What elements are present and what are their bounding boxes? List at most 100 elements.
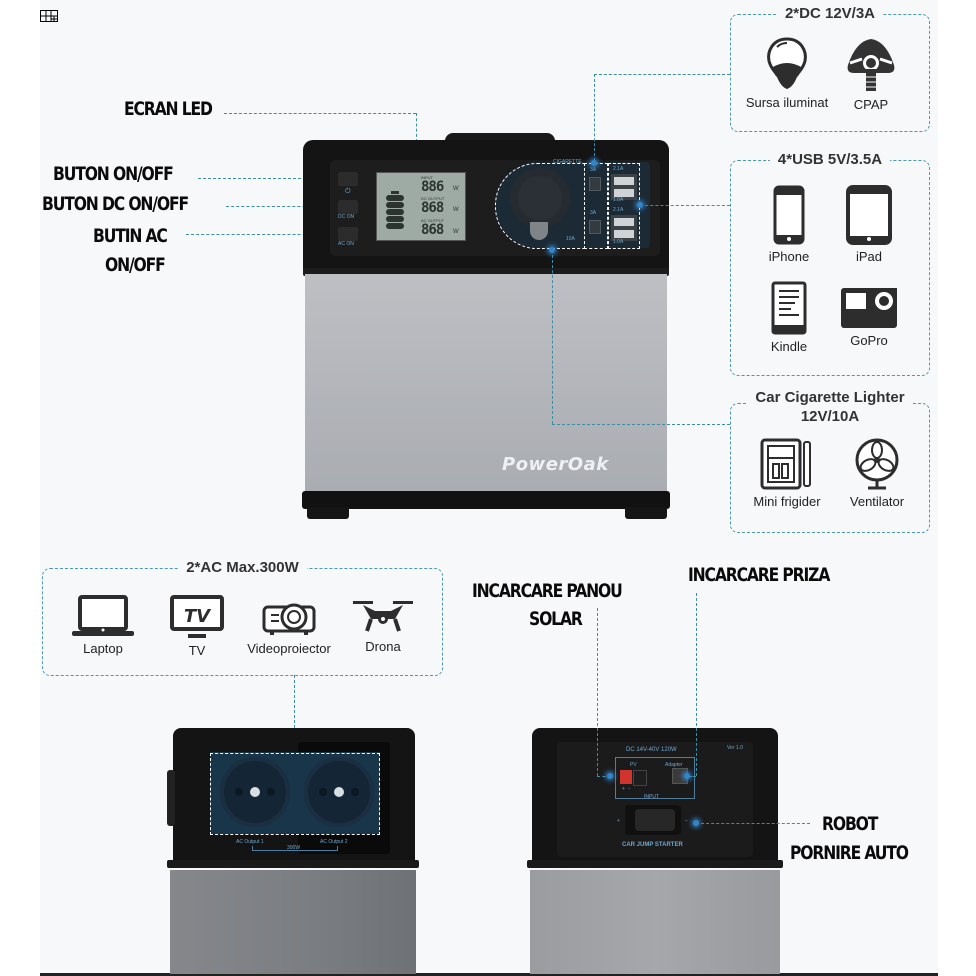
device-item-fan: Ventilator: [827, 438, 927, 509]
cigarette-port-label: CIGARETTE: [553, 159, 582, 165]
dc-on-button[interactable]: [338, 200, 358, 214]
solar-input-positive[interactable]: [620, 770, 632, 784]
ac-sockets-highlight: [210, 753, 380, 835]
dc-port-2[interactable]: [589, 220, 601, 234]
cigarette-lighter-socket[interactable]: [510, 168, 570, 228]
device-item-label: Sursa iluminat: [745, 95, 829, 110]
ac-max-label: 300W: [287, 845, 301, 851]
lcd-unit: W: [453, 207, 459, 213]
device-item-gopro: GoPro: [819, 287, 919, 348]
cpap-mask-icon: [847, 39, 895, 91]
car-box-title-line1: Car Cigarette Lighter: [747, 389, 913, 406]
car-box-title-line2: 12V/10A: [792, 408, 868, 425]
action-camera-icon: [841, 288, 897, 328]
socket-hole: [319, 788, 327, 796]
glow-dot: [591, 160, 597, 166]
ac-side-band: [167, 860, 419, 868]
power-button[interactable]: [338, 172, 358, 186]
ac-side-body: [170, 870, 416, 974]
input-bracket: [615, 757, 695, 799]
ac-box-title: 2*AC Max.300W: [178, 559, 307, 576]
dc-amp-label: 3A: [590, 210, 597, 216]
usb-label: 1.0A: [613, 239, 624, 245]
tv-icon: TV: [170, 595, 224, 638]
usb-label: 1.0A: [613, 197, 624, 203]
device-item-label: Laptop: [83, 641, 123, 656]
device-item-label: Kindle: [770, 339, 808, 354]
device-item-label: GoPro: [850, 333, 888, 348]
jump-minus: −: [685, 818, 688, 824]
leader-line: [696, 593, 697, 776]
dc-box-title: 2*DC 12V/3A: [776, 5, 884, 22]
projector-icon: [262, 603, 316, 635]
usb-port-2[interactable]: [611, 186, 637, 200]
leader-line: [294, 675, 295, 753]
device-item-kindle: Kindle: [739, 281, 839, 354]
callout-robot-line1: ROBOT: [822, 813, 878, 835]
ac-output-2-label: AC Output 2: [320, 839, 348, 845]
smartphone-icon: [773, 185, 805, 245]
car-jump-starter-port[interactable]: [635, 809, 675, 831]
device-item-label: Ventilator: [849, 494, 905, 509]
back-side-band: [527, 860, 783, 868]
callout-buton-ac-line1: BUTIN AC: [93, 225, 168, 247]
leader-line: [552, 250, 553, 424]
socket-ground-pin: [334, 787, 344, 797]
cigarette-amp-label: 10A: [566, 236, 575, 242]
ac-output-1-label: AC Output 1: [236, 839, 264, 845]
ac-on-button[interactable]: [338, 227, 358, 241]
cigarette-port-highlight: [495, 163, 586, 249]
ac-on-label: AC ON: [338, 241, 354, 247]
fan-icon: [855, 438, 899, 490]
device-item-label: iPad: [855, 249, 883, 264]
leader-line: [224, 113, 416, 114]
version-label: Ver 1.0: [727, 745, 743, 751]
usb-box-title: 4*USB 5V/3.5A: [769, 151, 891, 168]
glow-dot: [607, 773, 613, 779]
socket-hole: [351, 788, 359, 796]
callout-priza: INCARCARE PRIZA: [688, 564, 830, 586]
solar-input-negative[interactable]: [633, 770, 647, 786]
polarity-label: + −: [622, 786, 631, 792]
car-output-box: Car Cigarette Lighter 12V/10A Mini frigi…: [730, 389, 930, 533]
input-spec-label: DC 14V-40V 120W: [626, 747, 677, 753]
socket-hole: [235, 788, 243, 796]
back-side-body: [530, 870, 780, 974]
usb-port-4[interactable]: [611, 227, 637, 241]
side-handle: [167, 770, 175, 826]
light-bulb-icon: [767, 37, 807, 89]
device-item-laptop: Laptop: [53, 595, 153, 656]
glow-dot: [684, 773, 690, 779]
laptop-icon: [72, 595, 134, 636]
device-item-label: TV: [188, 643, 206, 658]
lcd-ac-value: 868: [421, 222, 444, 238]
image-placeholder-icon: [40, 10, 58, 22]
jump-starter-label: CAR JUMP STARTER: [622, 842, 683, 848]
ereader-icon: [771, 281, 807, 335]
device-item-fridge: Mini frigider: [737, 438, 837, 509]
cigarette-socket-cap: [530, 222, 548, 240]
leader-line: [594, 74, 730, 75]
device-item-label: Drona: [365, 639, 401, 654]
device-body: [305, 274, 667, 494]
pv-label: PV: [630, 762, 637, 768]
dc-on-label: DC ON: [338, 214, 355, 220]
device-item-tv: TV TV: [147, 595, 247, 658]
device-item-light: Sursa iluminat: [737, 37, 837, 110]
lcd-input-label: INPUT: [421, 175, 433, 180]
device-foot: [307, 507, 349, 519]
device-foot: [625, 507, 667, 519]
bottom-border: [40, 973, 938, 976]
battery-level-icon: [386, 191, 404, 229]
leader-line: [186, 234, 331, 235]
usb-output-box: 4*USB 5V/3.5A iPhone iPad Kindle: [730, 151, 930, 376]
callout-ecran-led: ECRAN LED: [124, 98, 213, 120]
usb-label: 2.1A: [613, 207, 624, 213]
mini-fridge-icon: [760, 438, 811, 490]
dc-port-1[interactable]: [589, 177, 601, 191]
device-band: [303, 268, 669, 276]
callout-solar-line1: INCARCARE PANOU: [472, 580, 623, 602]
callout-buton-ac-line2: ON/OFF: [105, 254, 166, 276]
leader-line: [198, 178, 331, 179]
tablet-icon: [846, 185, 892, 245]
